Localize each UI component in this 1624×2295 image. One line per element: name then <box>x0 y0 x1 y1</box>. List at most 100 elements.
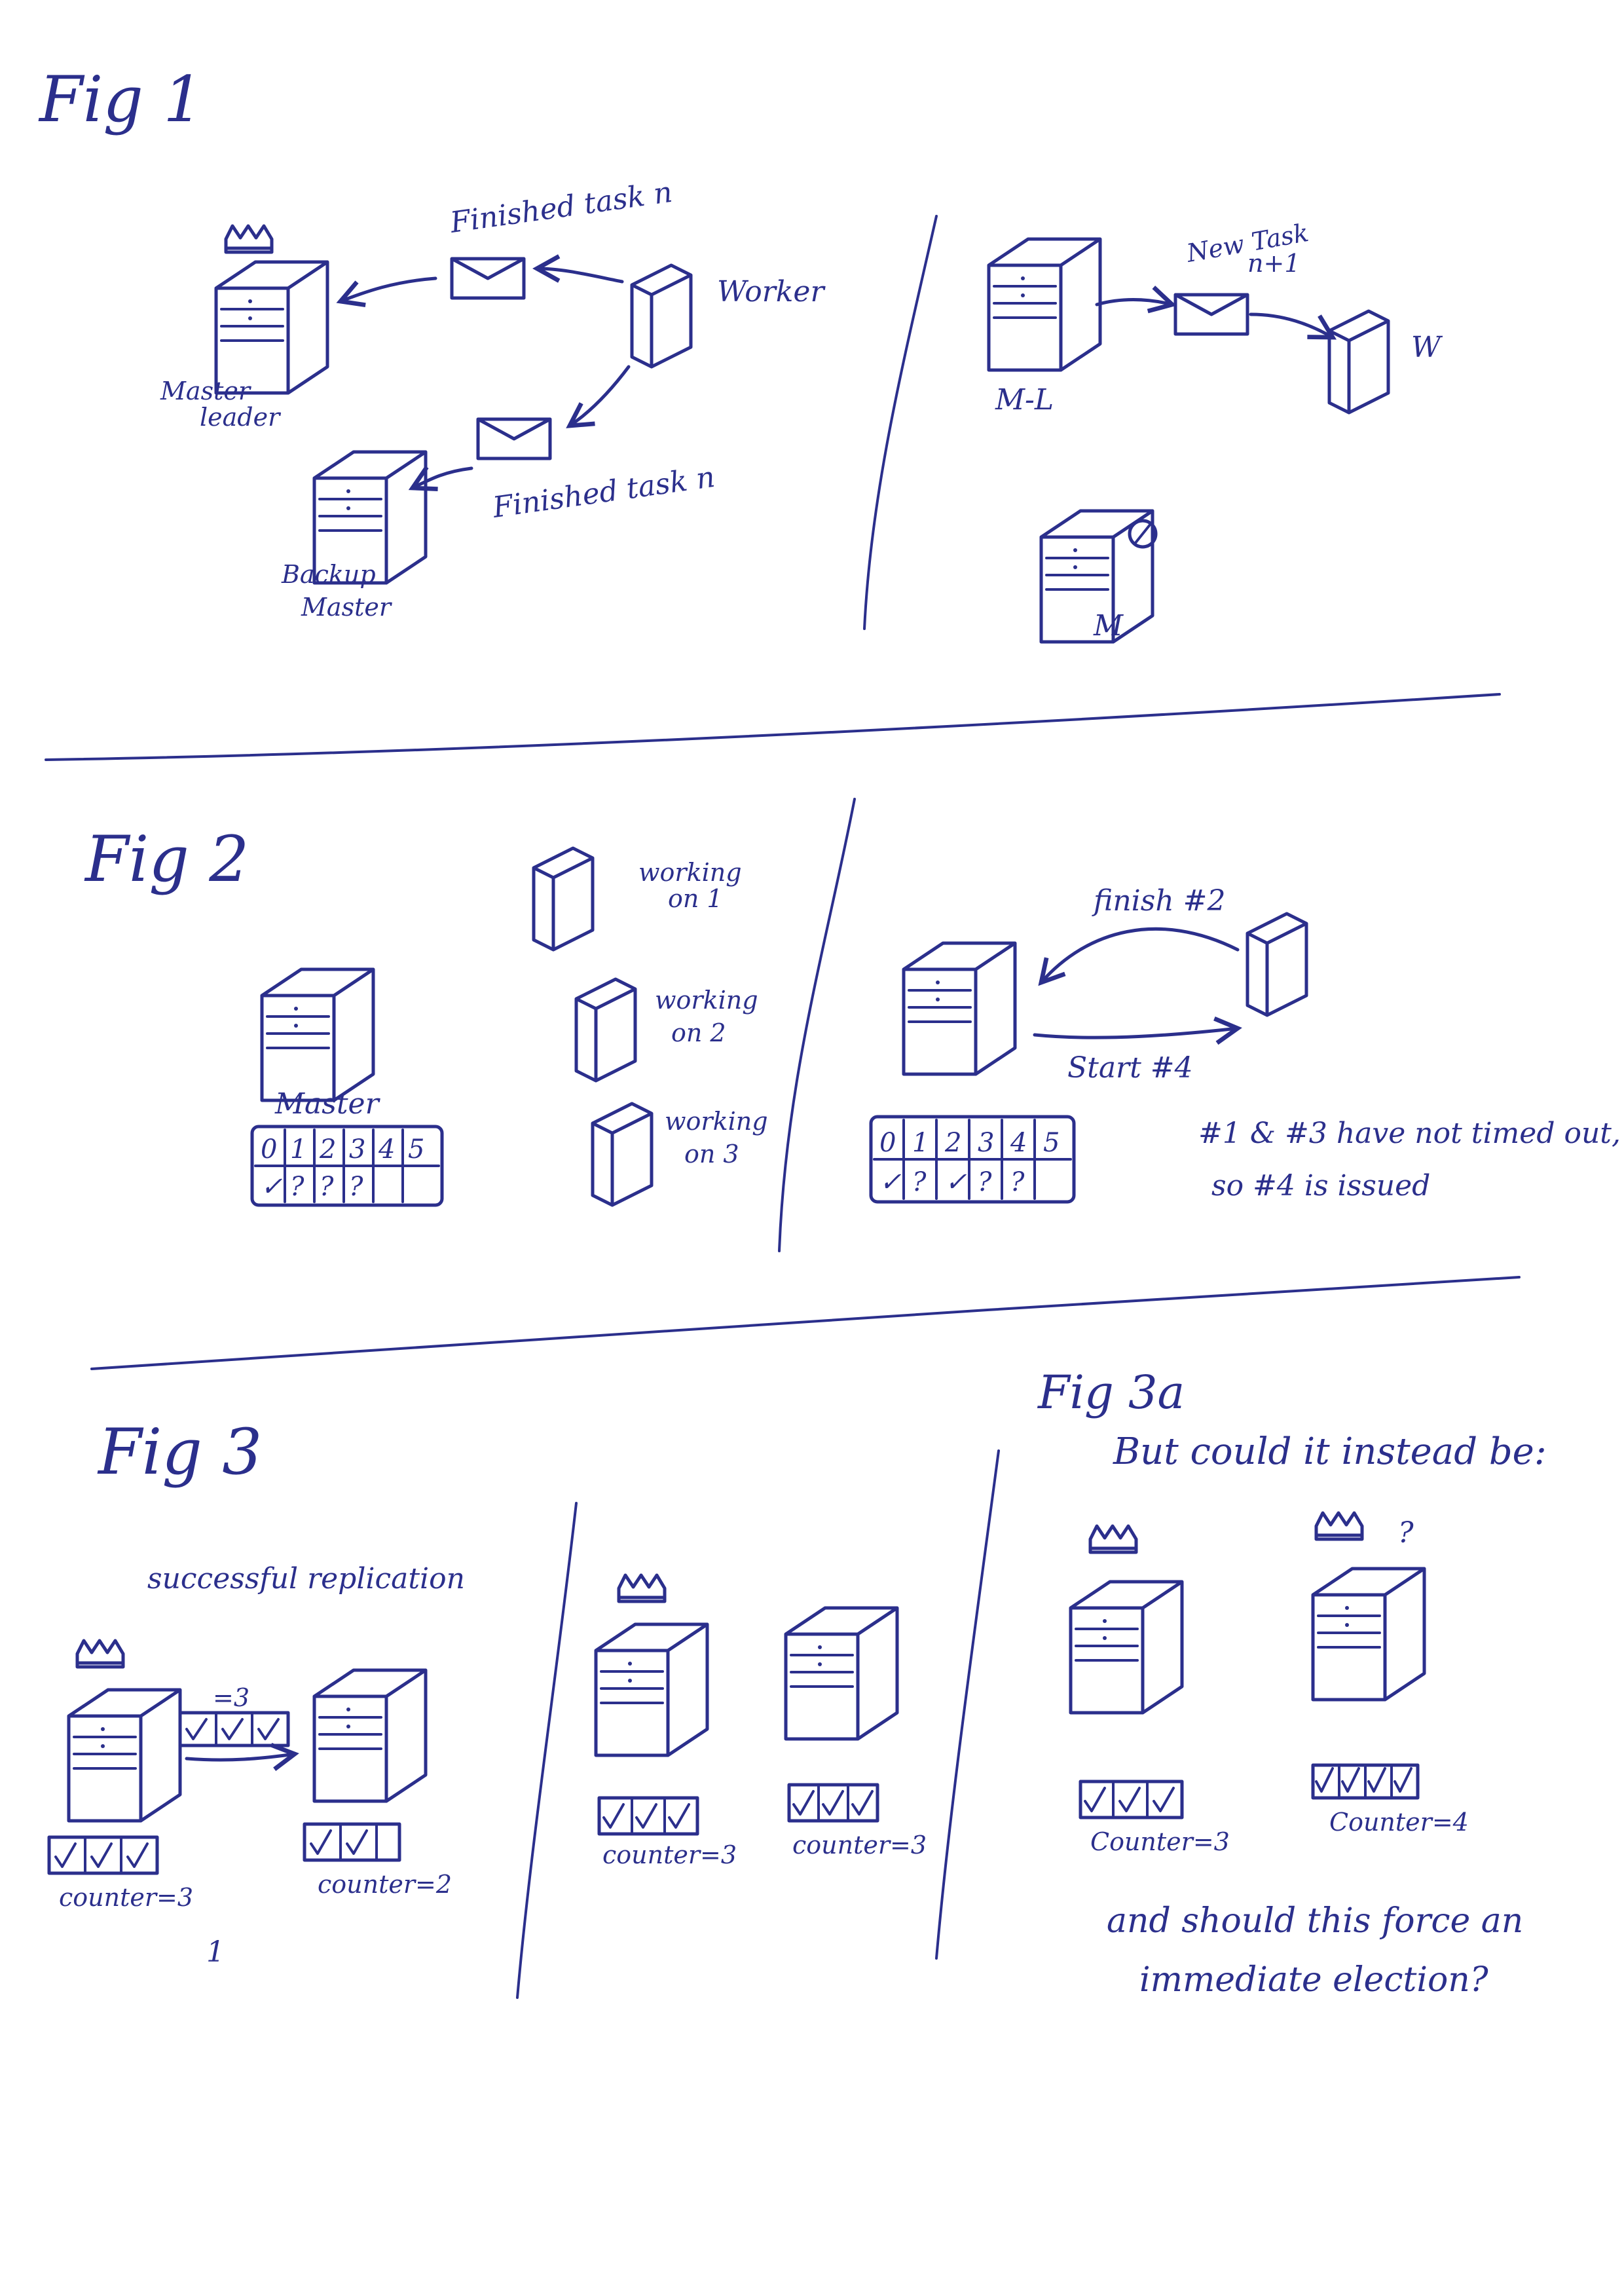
log-3a-left <box>1079 1780 1184 1819</box>
table-right-s0: ✓ <box>879 1167 902 1197</box>
table-right-h5: 5 <box>1043 1128 1060 1158</box>
replication-packet <box>178 1711 290 1747</box>
offline-icon <box>1128 519 1158 549</box>
table-left-h0: 0 <box>261 1134 277 1165</box>
worker-1-tower-icon <box>534 848 593 950</box>
note-line-2: so #4 is issued <box>1211 1169 1430 1203</box>
worker-tower-icon <box>632 265 691 367</box>
fig2-title: Fig 2 <box>84 823 249 896</box>
crown-icon <box>1090 1526 1136 1552</box>
table-right-h1: 1 <box>912 1128 929 1158</box>
w-label: W <box>1411 331 1443 364</box>
fig3-divider-2 <box>935 1449 1000 1960</box>
backup-master-label-2: Master <box>301 593 393 622</box>
master-server-icon <box>262 969 373 1100</box>
note-line-1: #1 & #3 have not timed out, <box>1198 1117 1621 1150</box>
master-label: Master <box>274 1087 381 1121</box>
working2-label-2: on 2 <box>671 1018 726 1047</box>
question-line-1: and should this force an <box>1107 1901 1523 1941</box>
envelope-icon <box>478 419 550 458</box>
new-task-label-2: n+1 <box>1247 249 1301 278</box>
table-right-h2: 2 <box>944 1128 961 1158</box>
working2-label-1: working <box>655 986 758 1015</box>
eq3-label: =3 <box>213 1683 249 1712</box>
question-line-2: immediate election? <box>1139 1960 1489 2000</box>
master-leader-label-2: leader <box>200 403 282 432</box>
task-table-right: 0 1 2 3 4 5 ✓ ? ✓ ? ? <box>869 1115 1076 1204</box>
crown-icon <box>619 1575 665 1601</box>
table-left-h4: 4 <box>378 1134 395 1165</box>
worker-label: Worker <box>717 275 826 308</box>
table-left-s0: ✓ <box>261 1172 283 1202</box>
counter-3a-left-label: Counter=3 <box>1090 1827 1230 1856</box>
crown-icon <box>77 1641 123 1667</box>
follower-server-icon <box>314 1670 426 1801</box>
fig3-divider-1 <box>516 1502 578 1999</box>
crown-icon <box>1316 1513 1362 1539</box>
log-d <box>787 1783 879 1823</box>
finish-label: finish #2 <box>1092 884 1226 918</box>
leader-3a-server-icon <box>1071 1582 1182 1713</box>
table-left-h2: 2 <box>319 1134 336 1165</box>
follower-b-server-icon <box>786 1608 897 1739</box>
finished-task-top-label: Finished task n <box>447 176 674 240</box>
table-right-h3: 3 <box>978 1128 994 1158</box>
master-leader-server-icon <box>216 262 327 393</box>
fig2-divider <box>778 798 856 1252</box>
table-left-s2: ? <box>320 1172 334 1202</box>
leader-server-icon <box>69 1690 180 1821</box>
fig1-divider <box>863 215 938 630</box>
table-left-h5: 5 <box>408 1134 424 1165</box>
footnote-mark: 1 <box>206 1935 225 1969</box>
table-right-s2: ✓ <box>945 1167 967 1197</box>
worker-3-tower-icon <box>593 1104 652 1205</box>
table-right-s4: ? <box>1010 1167 1025 1197</box>
fig3-subtitle: successful replication <box>147 1562 465 1595</box>
table-left-s1: ? <box>290 1172 304 1202</box>
section-divider-1 <box>45 693 1501 761</box>
backup-master-label-1: Backup <box>281 560 376 589</box>
counter-b-label: counter=2 <box>318 1870 452 1899</box>
table-left-h3: 3 <box>349 1134 365 1165</box>
follower-3a-server-icon <box>1313 1569 1424 1700</box>
ml-label: M-L <box>995 383 1054 417</box>
master-leader-label-1: Master - <box>160 377 267 405</box>
w-tower-icon <box>1329 311 1388 413</box>
counter-3a-right-label: Counter=4 <box>1329 1808 1469 1837</box>
worker-right-tower-icon <box>1247 914 1306 1015</box>
table-right-h4: 4 <box>1010 1128 1027 1158</box>
fig3-title: Fig 3 <box>97 1415 262 1489</box>
log-follower <box>303 1822 401 1862</box>
log-3a-right <box>1311 1763 1420 1800</box>
ml-server-icon <box>989 239 1100 370</box>
question-mark: ? <box>1398 1516 1414 1550</box>
worker-2-tower-icon <box>576 979 635 1081</box>
fig3a-subtitle: But could it instead be: <box>1113 1430 1547 1473</box>
master-right-server-icon <box>904 943 1015 1074</box>
start-label: Start #4 <box>1067 1051 1193 1085</box>
table-right-h0: 0 <box>879 1128 896 1158</box>
counter-c-label: counter=3 <box>602 1840 737 1869</box>
counter-a-label: counter=3 <box>59 1883 193 1912</box>
table-right-s3: ? <box>978 1167 992 1197</box>
crown-icon <box>226 226 272 252</box>
fig3a-title: Fig 3a <box>1037 1366 1185 1419</box>
log-c <box>597 1796 699 1836</box>
task-table-left: 0 1 2 3 4 5 ✓ ? ? ? <box>250 1125 444 1207</box>
working3-label-1: working <box>665 1107 768 1136</box>
fig1-title: Fig 1 <box>38 63 203 136</box>
table-left-s3: ? <box>349 1172 363 1202</box>
working1-label-1: working <box>638 858 742 887</box>
section-divider-2 <box>90 1276 1521 1370</box>
table-right-s1: ? <box>912 1167 927 1197</box>
envelope-icon <box>452 259 524 298</box>
working3-label-2: on 3 <box>684 1140 739 1168</box>
counter-d-label: counter=3 <box>792 1831 927 1859</box>
leader-b-server-icon <box>596 1624 707 1755</box>
envelope-icon <box>1175 295 1247 334</box>
table-left-h1: 1 <box>290 1134 306 1165</box>
working1-label-2: on 1 <box>668 884 723 913</box>
m-label: M <box>1093 609 1124 643</box>
